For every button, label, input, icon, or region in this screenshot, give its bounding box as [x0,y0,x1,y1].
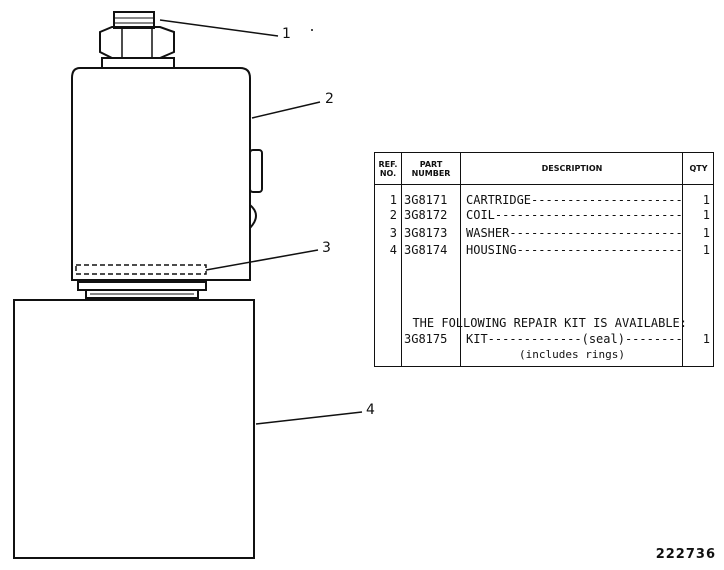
row-3-qty: 1 [702,226,710,240]
row-1-description: CARTRIDGE-------------------------- [466,193,682,207]
leader-4 [255,411,363,425]
housing [13,299,255,559]
header-qty: QTY [689,164,708,173]
coil-connector [249,149,263,193]
kit-note: THE FOLLOWING REPAIR KIT IS AVAILABLE: [412,316,687,330]
kit-description: KIT-------------(seal)------------ [466,332,682,346]
row-1-qty: 1 [702,193,710,207]
callout-4: 4 [366,402,375,418]
row-2-qty: 1 [702,208,710,222]
row-3-description: WASHER--------------------------- [466,226,682,240]
row-2-description: COIL------------------------------ [466,208,682,222]
row-4-qty: 1 [702,243,710,257]
callout-1: 1 [282,26,291,42]
row-4-part: 3G8174 [404,243,448,257]
row-3-part: 3G8173 [404,226,448,240]
header-description: DESCRIPTION [541,164,603,173]
washer [75,264,207,275]
leader-2 [251,101,321,119]
kit-qty: 1 [702,332,710,346]
row-1-part: 3G8171 [404,193,448,207]
hex-nut [99,26,175,59]
row-3-ref: 3 [389,226,397,240]
cartridge-stem [113,11,155,29]
kit-part: 3G8175 [404,332,448,346]
row-2-part: 3G8172 [404,208,448,222]
callout-3: 3 [322,240,331,256]
callout-2: 2 [325,91,334,107]
row-2-ref: 2 [389,208,397,222]
row-4-ref: 4 [389,243,397,257]
row-1-ref: 1 [389,193,397,207]
leader-1 [159,19,279,37]
row-4-description: HOUSING-------------------------- [466,243,682,257]
leader-3 [205,249,319,271]
coil-body [71,67,251,281]
header-ref: REF.NO. [378,159,398,178]
kit-includes: (includes rings) [519,348,625,361]
figure-number: 222736 [655,547,716,562]
